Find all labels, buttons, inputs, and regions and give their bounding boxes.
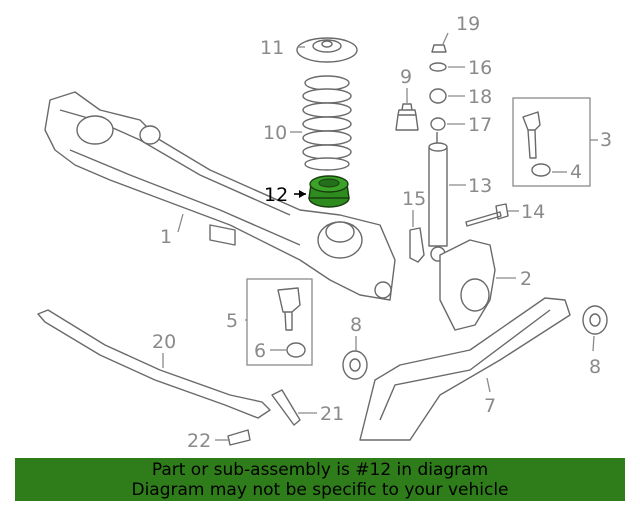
shock-bracket	[409, 227, 425, 263]
callout-18: 18	[468, 86, 492, 108]
callout-15: 15	[402, 188, 426, 210]
callout-12: 12	[264, 184, 288, 206]
spring-isolator-highlighted	[308, 175, 350, 208]
parts-diagram: 1 2 3 4 5 6 7 8 8 9 10 11 12 13 14 15 16…	[37, 13, 612, 452]
callout-11: 11	[260, 37, 284, 59]
track-bar-bracket	[271, 389, 301, 426]
axle-beam	[44, 91, 396, 301]
leader-lines	[162, 32, 598, 441]
lower-boot	[286, 342, 306, 358]
callout-1: 1	[160, 226, 172, 248]
upper-spring-seat	[296, 37, 358, 63]
notice-banner: Part or sub-assembly is #12 in diagram D…	[15, 458, 625, 501]
callout-box-5	[246, 278, 313, 366]
ball-joint-lower	[277, 287, 301, 331]
callout-8-right: 8	[589, 356, 601, 378]
callout-17: 17	[468, 114, 492, 136]
shock-absorber	[428, 132, 448, 262]
bolt	[465, 203, 509, 227]
callout-14: 14	[521, 201, 545, 223]
callout-13: 13	[468, 175, 492, 197]
callout-7: 7	[484, 395, 496, 417]
callout-9: 9	[400, 66, 412, 88]
track-bar-bolt	[227, 429, 251, 446]
callout-21: 21	[320, 403, 344, 425]
callout-5: 5	[226, 310, 238, 332]
callout-6: 6	[254, 340, 266, 362]
ball-joint-upper	[522, 111, 541, 159]
callout-3: 3	[600, 129, 612, 151]
track-bar	[37, 309, 271, 419]
boot	[531, 163, 551, 177]
banner-line-1: Part or sub-assembly is #12 in diagram	[151, 460, 489, 480]
callout-16: 16	[468, 57, 492, 79]
callout-10: 10	[263, 122, 287, 144]
callout-19: 19	[456, 13, 480, 35]
coil-spring	[302, 75, 352, 171]
callout-2: 2	[520, 268, 532, 290]
callout-box-3	[512, 97, 591, 187]
callout-20: 20	[152, 331, 176, 353]
callout-22: 22	[187, 430, 211, 452]
banner-line-2: Diagram may not be specific to your vehi…	[131, 480, 509, 500]
jounce-bumper	[395, 103, 419, 131]
control-arm	[359, 297, 571, 441]
callout-4: 4	[570, 161, 582, 183]
callout-8-left: 8	[350, 314, 362, 336]
callout-labels: 1 2 3 4 5 6 7 8 8 9 10 11 12 13 14 15 16…	[152, 13, 612, 452]
shock-hardware	[429, 44, 447, 131]
